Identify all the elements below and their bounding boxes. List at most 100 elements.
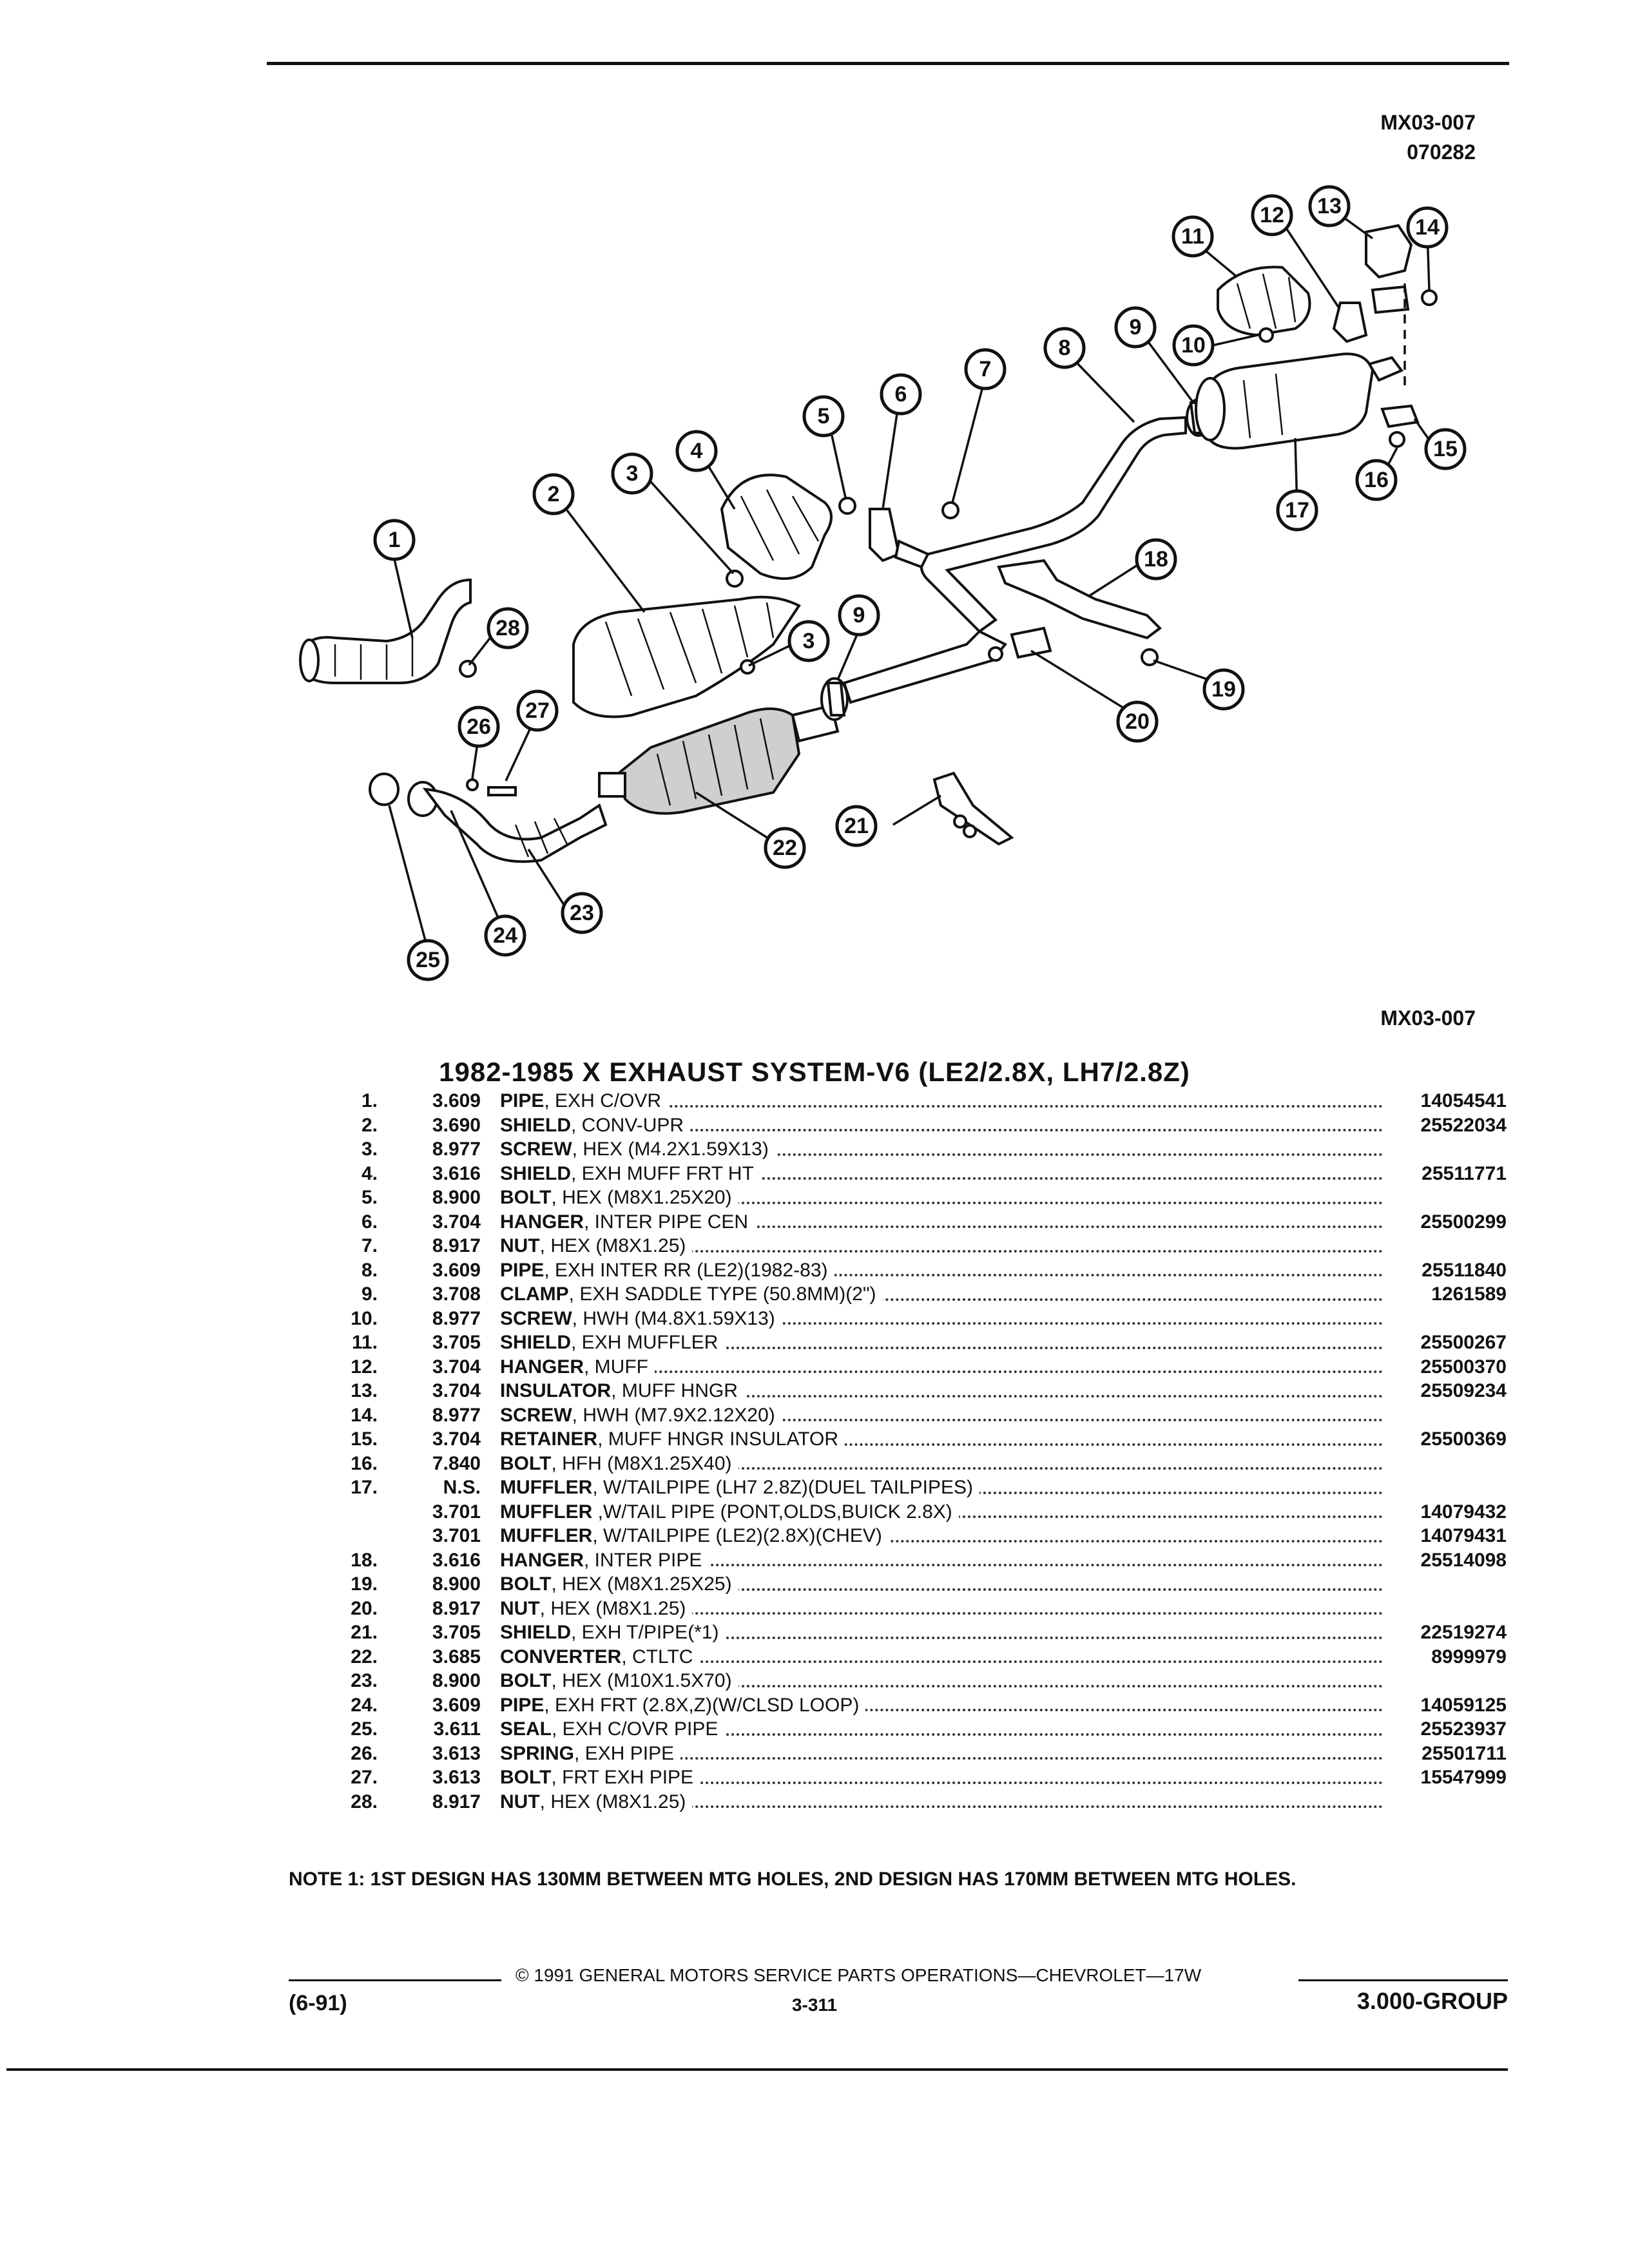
part-name: HANGER <box>500 1549 584 1571</box>
part-spec: , CTLTC <box>621 1646 693 1667</box>
callout: 2 <box>532 473 575 515</box>
converter-upper-shield-drawing <box>572 595 801 718</box>
part-name: NUT <box>500 1791 540 1812</box>
part-number: 8999979 <box>1431 1646 1507 1667</box>
bolt-16-drawing <box>1389 431 1405 448</box>
part-description: SCREW, HWH (M4.8X1.59X13) <box>500 1307 1383 1331</box>
hanger-insulator-retainer-drawing <box>1380 404 1420 428</box>
group-code: 3.704 <box>432 1356 481 1378</box>
item-number: 14. <box>351 1404 378 1426</box>
svg-text:24: 24 <box>493 923 517 948</box>
group-code: 8.917 <box>432 1235 481 1256</box>
diagram-caption: MX03-007 <box>1380 1006 1476 1030</box>
part-description: PIPE, EXH C/OVR <box>500 1089 1383 1113</box>
group-code: 3.690 <box>432 1114 481 1136</box>
group-code: 3.701 <box>432 1501 481 1523</box>
svg-text:20: 20 <box>1125 709 1150 734</box>
group-code: 8.977 <box>432 1307 481 1329</box>
part-spec: , W/TAILPIPE (LH7 2.8Z)(DUEL TAILPIPES) <box>592 1477 974 1498</box>
item-number: 9. <box>361 1283 378 1305</box>
part-name: PIPE <box>500 1259 545 1281</box>
group-code: 3.701 <box>432 1525 481 1546</box>
svg-text:11: 11 <box>1181 224 1204 249</box>
callout: 14 <box>1406 206 1449 249</box>
part-description: HANGER, MUFF <box>500 1355 1383 1379</box>
group-code: 3.704 <box>432 1380 481 1401</box>
part-name: SCREW <box>500 1139 572 1160</box>
svg-text:15: 15 <box>1433 437 1458 461</box>
svg-text:10: 10 <box>1181 333 1206 358</box>
item-number: 10. <box>351 1307 378 1329</box>
parts-row: 3. 8.977 SCREW, HEX (M4.2X1.59X13) <box>322 1137 1521 1162</box>
group-code: 3.708 <box>432 1283 481 1305</box>
part-description: CONVERTER, CTLTC <box>500 1645 1383 1669</box>
footer-rule-right <box>1298 1979 1508 1981</box>
item-number: 27. <box>351 1767 378 1788</box>
svg-text:3: 3 <box>626 461 639 486</box>
group-label: 3.000-GROUP <box>1356 1988 1508 2014</box>
item-number: 21. <box>351 1622 378 1643</box>
callout: 3 <box>787 620 830 662</box>
catalytic-converter-drawing <box>598 704 840 815</box>
item-number: 28. <box>351 1791 378 1812</box>
muffler-shield-drawing <box>1217 265 1311 337</box>
group-code: 3.705 <box>432 1332 481 1353</box>
part-name: MUFFLER <box>500 1525 593 1546</box>
crossover-pipe-drawing <box>299 578 472 684</box>
item-number: 25. <box>351 1718 378 1740</box>
item-number: 3. <box>361 1139 378 1160</box>
group-code: 8.977 <box>432 1139 481 1160</box>
svg-text:8: 8 <box>1059 336 1071 360</box>
part-name: BOLT <box>500 1767 552 1788</box>
item-number: 2. <box>361 1114 378 1136</box>
screw-3-lower-drawing <box>740 659 755 675</box>
group-code: 3.616 <box>432 1162 481 1184</box>
muffler-drawing <box>1195 352 1404 450</box>
svg-text:26: 26 <box>467 715 491 739</box>
part-description: SEAL, EXH C/OVR PIPE <box>500 1717 1383 1742</box>
screw-10-drawing <box>1258 327 1274 343</box>
bolt-19-drawing <box>1141 648 1159 666</box>
part-description: SHIELD, EXH MUFFLER <box>500 1331 1383 1355</box>
part-spec: , INTER PIPE <box>584 1549 702 1571</box>
part-number: 25514098 <box>1420 1549 1507 1571</box>
svg-text:27: 27 <box>525 698 550 723</box>
svg-text:28: 28 <box>496 616 520 640</box>
part-description: HANGER, INTER PIPE <box>500 1548 1383 1573</box>
part-spec: , MUFF <box>584 1356 648 1378</box>
part-name: NUT <box>500 1235 540 1256</box>
item-number: 15. <box>351 1428 378 1450</box>
part-spec: , EXH C/OVR PIPE <box>552 1718 718 1740</box>
svg-text:3: 3 <box>803 629 815 653</box>
part-name: SCREW <box>500 1404 572 1426</box>
part-number: 25511840 <box>1422 1259 1507 1281</box>
page-title: 1982-1985 X EXHAUST SYSTEM-V6 (LE2/2.8X,… <box>439 1057 1190 1087</box>
item-number: 12. <box>351 1356 378 1378</box>
part-number: 25509234 <box>1420 1380 1507 1401</box>
group-code: 3.609 <box>432 1259 481 1281</box>
part-spec: , EXH C/OVR <box>544 1090 662 1111</box>
part-number: 25511771 <box>1422 1162 1507 1184</box>
callout: 12 <box>1251 194 1293 236</box>
part-name: SHIELD <box>500 1622 572 1643</box>
part-number: 14079431 <box>1420 1525 1507 1546</box>
item-number: 11. <box>351 1332 378 1353</box>
part-description: BOLT, HFH (M8X1.25X40) <box>500 1452 1383 1476</box>
part-name: SCREW <box>500 1307 572 1329</box>
group-code: 8.977 <box>432 1404 481 1426</box>
part-spec: , HEX (M8X1.25) <box>539 1235 686 1256</box>
item-number: 1. <box>361 1090 378 1111</box>
item-number: 13. <box>351 1380 378 1401</box>
part-description: SCREW, HEX (M4.2X1.59X13) <box>500 1137 1383 1162</box>
part-number: 22519274 <box>1420 1622 1507 1643</box>
part-name: SHIELD <box>500 1162 572 1184</box>
part-description: BOLT, HEX (M8X1.25X20) <box>500 1186 1383 1210</box>
part-name: BOLT <box>500 1670 552 1691</box>
